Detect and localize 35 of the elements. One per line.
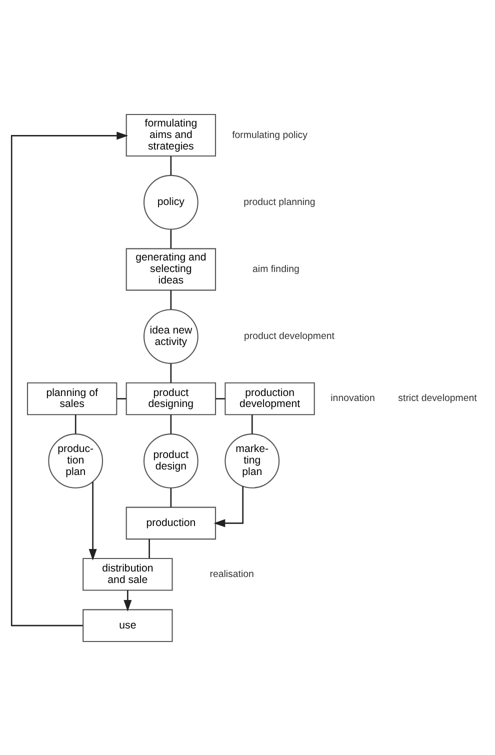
node-circle: policy xyxy=(143,174,198,230)
arrow xyxy=(10,131,128,626)
label: aim finding xyxy=(252,263,300,274)
connector xyxy=(170,156,172,175)
label: innovation xyxy=(330,392,375,404)
node-box: production xyxy=(126,506,216,540)
node-box: planning of sales xyxy=(26,382,118,415)
arrow xyxy=(88,481,97,560)
connector xyxy=(170,229,172,248)
node-box: use xyxy=(82,608,173,642)
connector xyxy=(74,414,76,434)
arrow xyxy=(124,590,132,611)
node-box: formulating aims and strategies xyxy=(126,114,216,156)
node-box: production development xyxy=(224,382,315,415)
label: realisation xyxy=(210,568,254,580)
label: product development xyxy=(244,330,334,342)
connector xyxy=(251,414,253,434)
node-circle: produc- tion plan xyxy=(48,433,104,488)
connector xyxy=(170,290,172,309)
connector xyxy=(116,398,126,399)
node-box: product designing xyxy=(126,382,216,415)
node-circle: product design xyxy=(143,433,198,488)
label: formulating policy xyxy=(232,129,308,140)
node-box: distribution and sale xyxy=(82,557,173,590)
label: product planning xyxy=(244,196,316,208)
node-circle: idea new activity xyxy=(143,308,198,364)
connector xyxy=(170,414,172,434)
arrow xyxy=(214,486,244,527)
label: strict development xyxy=(398,392,477,404)
connector xyxy=(216,398,225,399)
connector xyxy=(148,538,150,558)
node-box: generating and selecting ideas xyxy=(126,248,216,290)
connector xyxy=(170,363,172,382)
connector xyxy=(170,488,172,507)
node-circle: marke- ting plan xyxy=(224,433,280,488)
